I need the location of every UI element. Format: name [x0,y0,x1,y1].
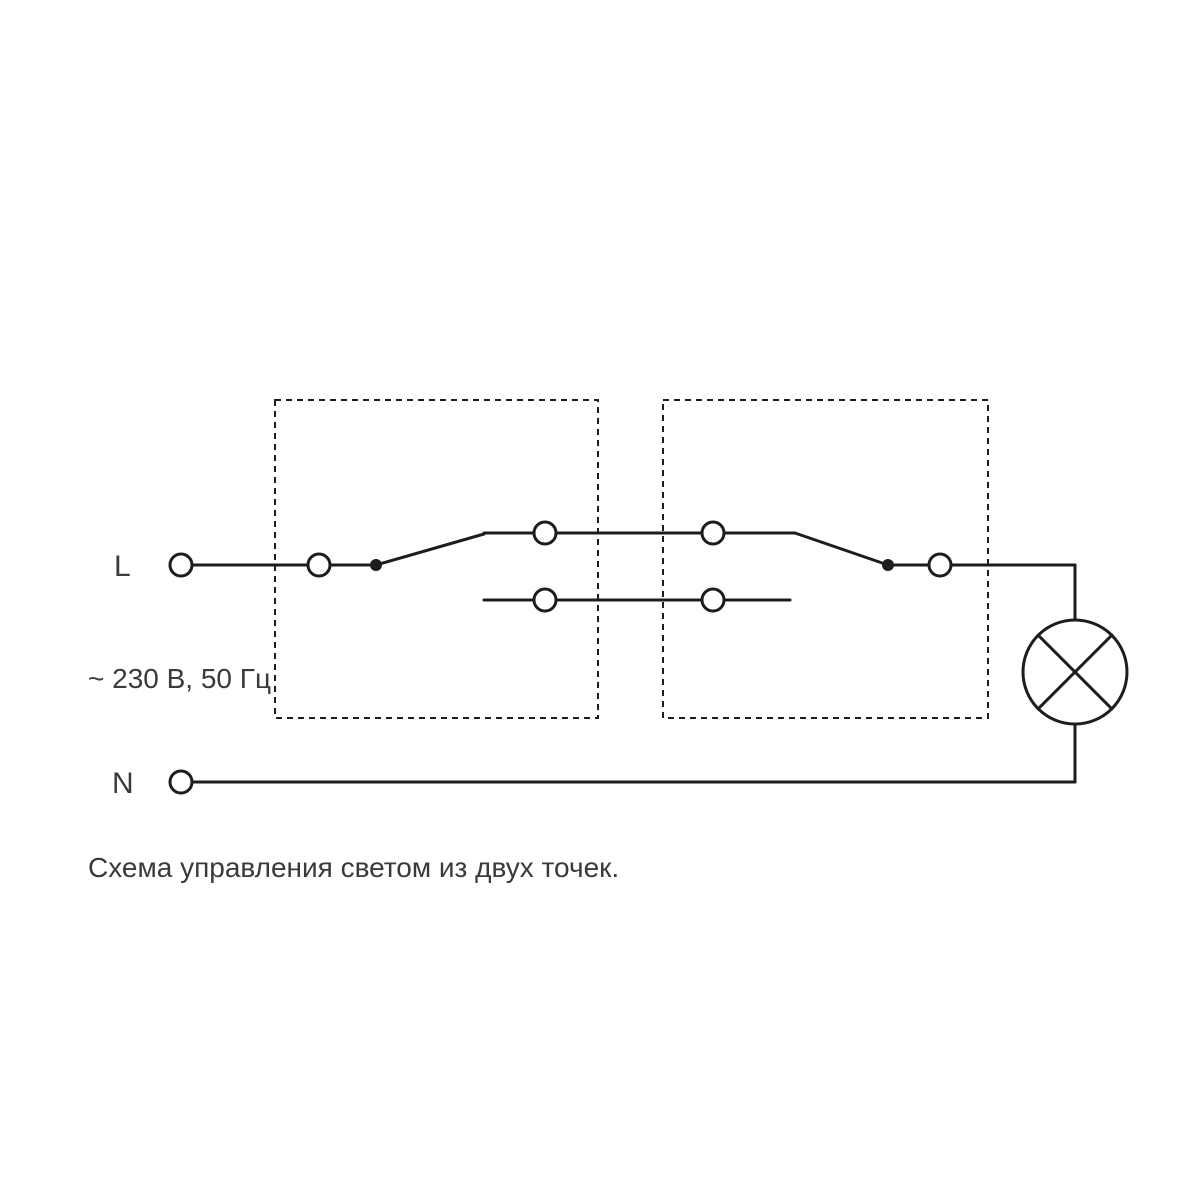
label-voltage: ~ 230 В, 50 Гц [88,663,271,694]
switch-1-pivot-dot [370,559,382,571]
lamp-cross-line-2 [1036,633,1114,711]
terminal-switch2-traveler-bottom [700,587,726,613]
terminal-switch2-traveler-top [700,520,726,546]
label-l: L [114,550,131,583]
switch-2-blade [793,531,890,567]
switch-2-dashed-box [662,399,989,719]
terminal-switch2-common [927,552,953,578]
switch-1-dashed-box [274,399,599,719]
diagram-caption: Схема управления светом из двух точек. [88,852,619,883]
terminal-l [168,552,194,578]
terminal-switch1-traveler-top [532,520,558,546]
switch-2-pivot-dot [882,559,894,571]
switch-1-blade [374,532,486,567]
terminal-switch1-traveler-bottom [532,587,558,613]
label-n: N [112,767,134,800]
terminal-n [168,769,194,795]
terminal-switch1-common [306,552,332,578]
